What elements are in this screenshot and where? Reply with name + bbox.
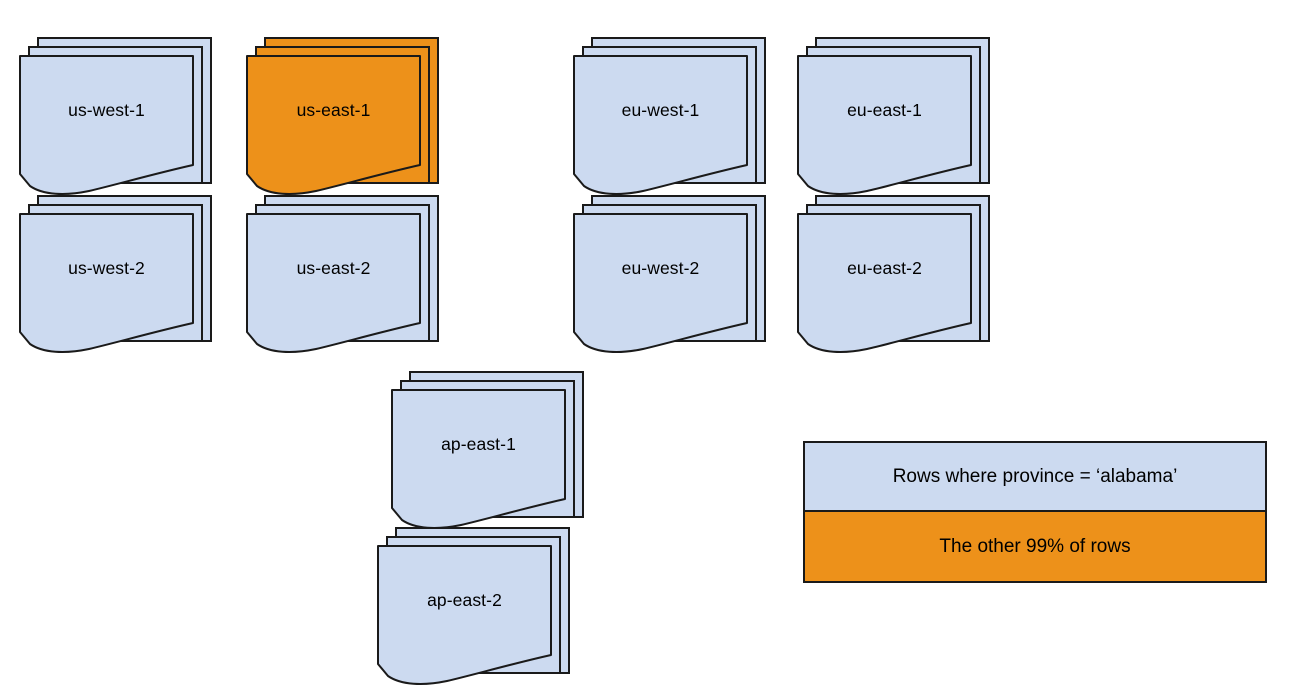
document-stack-eu-east-1[interactable]: eu-east-1: [797, 37, 1009, 206]
document-stack-ap-east-2[interactable]: ap-east-2: [377, 527, 589, 696]
document-stack-us-west-1[interactable]: us-west-1: [19, 37, 231, 206]
stack-sheet-front: [573, 213, 748, 353]
stack-sheet-front: [797, 213, 972, 353]
document-stack-eu-east-2[interactable]: eu-east-2: [797, 195, 1009, 364]
legend-row-normal: Rows where province = ‘alabama’: [805, 443, 1265, 512]
document-stack-us-west-2[interactable]: us-west-2: [19, 195, 231, 364]
stack-sheet-front: [19, 213, 194, 353]
stack-sheet-front: [19, 55, 194, 195]
document-stack-eu-west-1[interactable]: eu-west-1: [573, 37, 785, 206]
document-stack-eu-west-2[interactable]: eu-west-2: [573, 195, 785, 364]
document-stack-us-east-2[interactable]: us-east-2: [246, 195, 458, 364]
stack-sheet-front: [573, 55, 748, 195]
document-stack-ap-east-1[interactable]: ap-east-1: [391, 371, 603, 540]
stack-sheet-front: [391, 389, 566, 529]
stack-sheet-front: [246, 55, 421, 195]
legend-label-highlight: The other 99% of rows: [939, 535, 1131, 557]
stack-sheet-front: [797, 55, 972, 195]
legend-label-normal: Rows where province = ‘alabama’: [892, 465, 1178, 487]
document-stack-us-east-1[interactable]: us-east-1: [246, 37, 458, 206]
stack-sheet-front: [246, 213, 421, 353]
legend-row-highlight: The other 99% of rows: [805, 512, 1265, 581]
legend: Rows where province = ‘alabama’ The othe…: [803, 441, 1267, 583]
